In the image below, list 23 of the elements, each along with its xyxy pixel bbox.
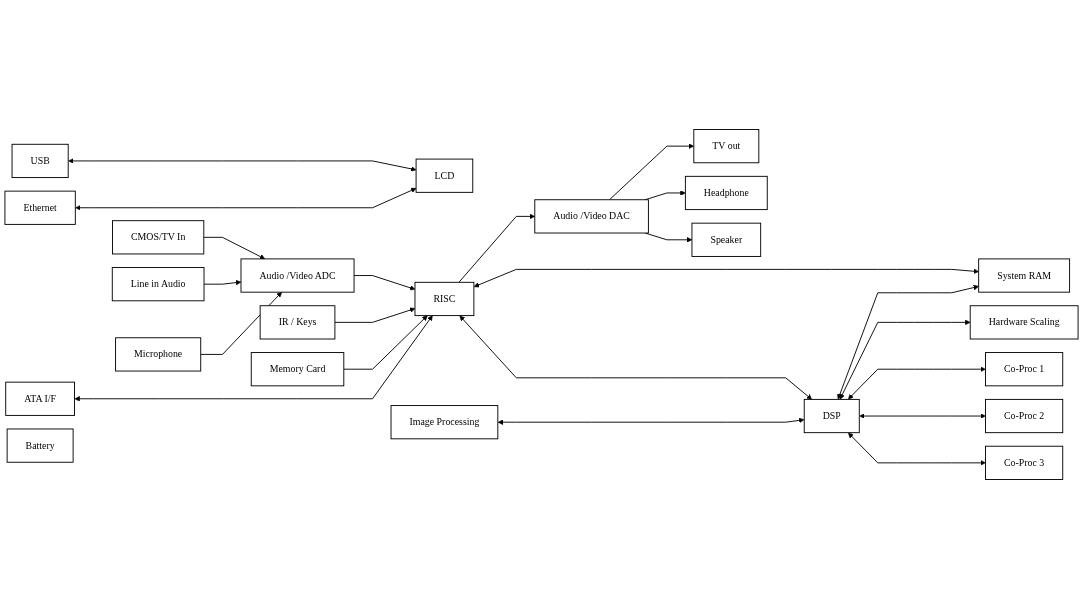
node-box: Ethernet bbox=[4, 190, 76, 225]
node-box: Hardware Scaling bbox=[969, 305, 1079, 340]
node-box: System RAM bbox=[978, 258, 1071, 293]
node-box: Battery bbox=[6, 428, 74, 463]
node-box: Co-Proc 2 bbox=[985, 398, 1064, 434]
node-box: Co-Proc 1 bbox=[985, 352, 1064, 387]
node-box: DSP bbox=[803, 398, 860, 434]
node-box: Memory Card bbox=[250, 352, 345, 387]
node-box: IR / Keys bbox=[259, 305, 336, 340]
node-box: Audio /Video ADC bbox=[240, 258, 355, 293]
node-box: Image Processing bbox=[390, 405, 499, 440]
node-box: Microphone bbox=[115, 337, 202, 372]
node-box: ATA I/F bbox=[5, 381, 75, 416]
node-box: Audio /Video DAC bbox=[534, 199, 649, 234]
node-box: Line in Audio bbox=[111, 267, 205, 302]
node-box: CMOS/TV In bbox=[112, 220, 205, 255]
node-box: USB bbox=[11, 143, 69, 178]
node-box: Speaker bbox=[691, 222, 762, 257]
node-box: LCD bbox=[415, 158, 474, 193]
node-box: RISC bbox=[414, 281, 475, 317]
node-box: Headphone bbox=[684, 175, 768, 211]
node-box: Co-Proc 3 bbox=[985, 445, 1064, 480]
node-box: TV out bbox=[693, 129, 760, 164]
